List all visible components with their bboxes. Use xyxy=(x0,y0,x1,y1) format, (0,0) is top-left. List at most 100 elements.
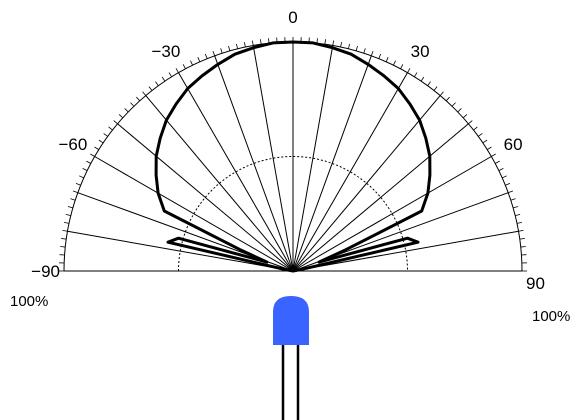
outer-arc-tick xyxy=(108,126,113,131)
spoke xyxy=(117,123,294,272)
spoke xyxy=(94,156,294,272)
outer-arc-tick xyxy=(175,68,179,73)
series-layer xyxy=(154,40,432,273)
outer-arc-tick xyxy=(385,57,389,62)
outer-arc-tick xyxy=(72,190,78,194)
outer-arc-tick xyxy=(427,81,431,86)
angle-tick-label: −90 xyxy=(31,262,60,281)
outer-arc-tick xyxy=(502,175,507,179)
outer-arc-tick xyxy=(516,221,523,224)
outer-arc-tick xyxy=(400,64,404,69)
outer-arc-tick xyxy=(510,198,516,201)
outer-arc-tick xyxy=(393,60,396,66)
outer-arc-tick xyxy=(61,238,67,240)
outer-arc-tick xyxy=(473,126,478,131)
spoke xyxy=(292,123,469,272)
outer-arc-tick xyxy=(414,72,418,78)
outer-arc-tick xyxy=(251,40,254,46)
outer-arc-tick xyxy=(212,50,216,56)
spoke xyxy=(292,45,334,272)
outer-arc-tick xyxy=(324,39,326,45)
outer-arc-tick xyxy=(228,45,231,51)
spoke xyxy=(292,230,519,272)
outer-arc-tick xyxy=(124,108,129,113)
outer-arc-tick xyxy=(340,41,343,48)
outer-arc-tick xyxy=(220,48,223,54)
outer-arc-tick xyxy=(468,120,473,125)
radial-grid-circle xyxy=(178,156,408,272)
outer-arc-tick xyxy=(445,96,450,102)
outer-arc-tick xyxy=(235,43,238,49)
outer-arc-tick xyxy=(190,60,193,66)
angle-tick-label: −30 xyxy=(151,42,180,61)
outer-arc-tick xyxy=(161,76,166,82)
spoke xyxy=(145,95,294,272)
outer-arc-tick xyxy=(148,86,153,91)
outer-arc-tick xyxy=(451,102,456,107)
outer-arc-tick xyxy=(103,133,108,137)
outer-arc-tick xyxy=(462,114,468,119)
radius-label-left: 100% xyxy=(10,293,48,310)
outer-arc-tick xyxy=(98,139,104,144)
radius-label-right: 100% xyxy=(532,308,570,325)
angle-tick-label: −60 xyxy=(58,135,87,154)
outer-arc-tick xyxy=(486,146,492,150)
angle-tick-label: 90 xyxy=(526,274,545,293)
outer-arc-tick xyxy=(243,41,246,48)
outer-arc-tick xyxy=(508,190,514,194)
outer-arc-tick xyxy=(62,229,68,232)
outer-arc-tick xyxy=(420,76,425,82)
outer-arc-tick xyxy=(168,72,172,78)
outer-arc-tick xyxy=(457,108,462,113)
outer-arc-tick xyxy=(197,57,201,62)
angle-tick-label: 60 xyxy=(504,135,523,154)
outer-arc-tick xyxy=(90,153,95,157)
outer-arc-tick xyxy=(136,96,141,102)
outer-arc-tick xyxy=(515,213,521,216)
spoke xyxy=(292,55,372,272)
outer-arc-tick xyxy=(407,68,411,73)
outer-arc-tick xyxy=(519,238,525,240)
outer-arc-tick xyxy=(204,53,208,59)
outer-arc-tick xyxy=(348,43,351,49)
outer-arc-tick xyxy=(75,182,81,186)
outer-arc-tick xyxy=(520,246,526,248)
outer-arc-tick xyxy=(439,91,444,96)
spoke xyxy=(292,95,441,272)
outer-arc-tick xyxy=(155,81,159,86)
outer-arc-tick xyxy=(363,48,366,54)
angle-tick-label: 0 xyxy=(288,8,297,27)
series-line xyxy=(154,40,432,273)
outer-arc-tick xyxy=(495,160,500,164)
outer-arc-tick xyxy=(63,221,70,224)
outer-arc-tick xyxy=(260,39,262,45)
led-dome xyxy=(273,296,309,312)
spoke xyxy=(178,72,294,272)
outer-arc-tick xyxy=(498,168,504,171)
outer-arc-tick xyxy=(118,114,124,119)
spoke xyxy=(292,72,408,272)
outer-arc-tick xyxy=(130,102,135,107)
spoke xyxy=(214,55,294,272)
spoke xyxy=(292,156,492,272)
outer-arc-tick xyxy=(332,40,335,46)
outer-arc-tick xyxy=(142,91,147,96)
outer-arc-tick xyxy=(94,146,100,150)
outer-arc-tick xyxy=(370,50,374,56)
outer-arc-tick xyxy=(79,175,84,179)
outer-arc-tick xyxy=(378,53,382,59)
spoke xyxy=(252,45,294,272)
outer-arc-tick xyxy=(67,206,73,209)
outer-arc-tick xyxy=(518,229,524,232)
outer-arc-tick xyxy=(65,213,71,216)
outer-arc-tick xyxy=(182,64,186,69)
polar-grid xyxy=(58,36,528,272)
outer-arc-tick xyxy=(355,45,358,51)
outer-arc-tick xyxy=(60,246,66,248)
outer-arc-tick xyxy=(478,133,483,137)
led-body xyxy=(273,311,309,345)
led-diagram xyxy=(273,296,309,420)
outer-arc-tick xyxy=(70,198,76,201)
